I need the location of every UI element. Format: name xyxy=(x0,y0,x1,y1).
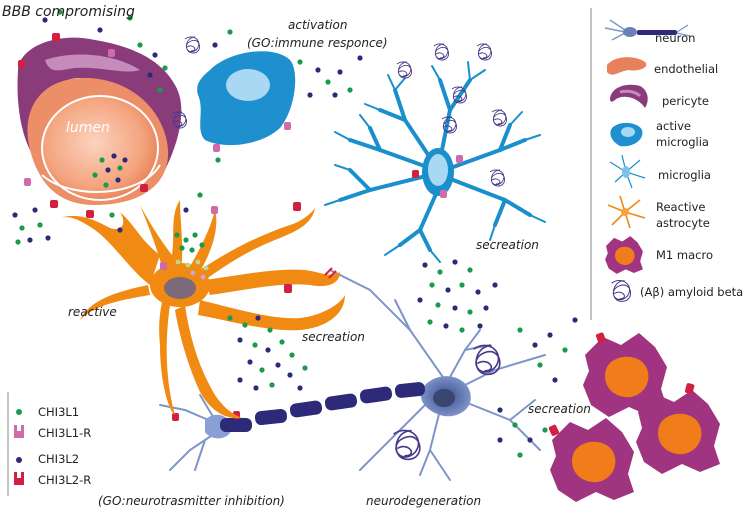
legend-label-amyloid: (Aβ) amyloid beta xyxy=(640,285,744,299)
legend-label-neuron: neuron xyxy=(655,31,696,45)
scattered-molecules xyxy=(12,9,578,458)
chi3l1-receptor xyxy=(24,178,31,186)
legend-label-endothelial: endothelial xyxy=(654,62,719,76)
m1-macrophage-cells xyxy=(548,332,720,502)
astrocyte-receptors xyxy=(86,202,337,293)
reactive-astrocyte-cell xyxy=(60,200,345,419)
legend-label-chi3l1: CHI3L1 xyxy=(38,405,80,419)
legend-label-active-microglia: microglia xyxy=(656,135,709,149)
chi3l2-receptor xyxy=(52,33,60,42)
legend-pericyte-icon xyxy=(610,84,648,108)
legend-chi3l1-dot xyxy=(16,409,22,415)
chi3l1-receptor xyxy=(108,49,115,57)
legend-label-pericyte: pericyte xyxy=(662,94,710,108)
legend-chi3l1r-icon xyxy=(14,425,24,438)
label-reactive: reactive xyxy=(68,305,117,319)
pericyte-inner xyxy=(45,54,140,72)
chi3l2-receptor xyxy=(18,60,25,68)
legend-label-chi3l2: CHI3L2 xyxy=(38,452,80,466)
microglia-cell xyxy=(324,61,546,263)
legend-label-astrocyte: astrocyte xyxy=(656,216,710,230)
legend-endothelial-icon xyxy=(607,57,647,75)
legend-active-microglia-icon xyxy=(610,122,643,147)
legend-label-reactive: Reactive xyxy=(656,200,706,214)
endothelial-inner-line xyxy=(41,164,161,193)
legend-label-chi3l1r: CHI3L1-R xyxy=(38,426,92,440)
legend-label-active: active xyxy=(656,119,691,133)
astrocyte-nucleus xyxy=(164,277,196,299)
legend-label-microglia: microglia xyxy=(658,168,711,182)
label-secreation-right: secreation xyxy=(528,402,591,416)
label-lumen: lumen xyxy=(66,120,110,136)
legend-m1-icon xyxy=(605,236,643,274)
chi3l2-receptor xyxy=(140,184,148,192)
label-activation: activation xyxy=(288,18,348,32)
astrocyte-molecules xyxy=(174,232,209,280)
neuron-cell xyxy=(159,269,546,481)
microglia-body xyxy=(412,148,463,198)
legend-microglia-icon xyxy=(609,154,646,189)
legend-label-chi3l2r: CHI3L2-R xyxy=(38,473,92,487)
label-secreation-mid: secreation xyxy=(302,330,365,344)
lumen-molecules xyxy=(92,153,128,188)
label-go-neuro: (GO:neurotrasmitter inhibition) xyxy=(98,494,285,508)
legend-right-panel xyxy=(590,8,691,320)
vessel-lumen xyxy=(41,95,159,201)
legend-neuron-icon xyxy=(604,19,691,41)
label-bbb-compromising: BBB compromising xyxy=(2,4,135,20)
pericyte-cell xyxy=(17,37,182,171)
legend-label-m1-macro: M1 macro xyxy=(656,248,713,262)
legend-chi3l2r-icon xyxy=(14,472,24,485)
active-microglia-cell xyxy=(197,51,296,152)
amyloid-beta-aggregates xyxy=(171,36,507,461)
legend-chi3l2-dot xyxy=(16,457,22,463)
legend-astrocyte-icon xyxy=(607,195,646,229)
legend-left-panel xyxy=(7,392,24,496)
label-go-immune: (GO:immune responce) xyxy=(247,36,388,50)
label-secreation-top: secreation xyxy=(476,238,539,252)
legend-amyloid-icon xyxy=(611,279,631,302)
blood-vessel xyxy=(17,33,182,208)
chi3l2-receptor xyxy=(50,200,58,208)
label-neurodegeneration: neurodegeneration xyxy=(366,494,482,508)
